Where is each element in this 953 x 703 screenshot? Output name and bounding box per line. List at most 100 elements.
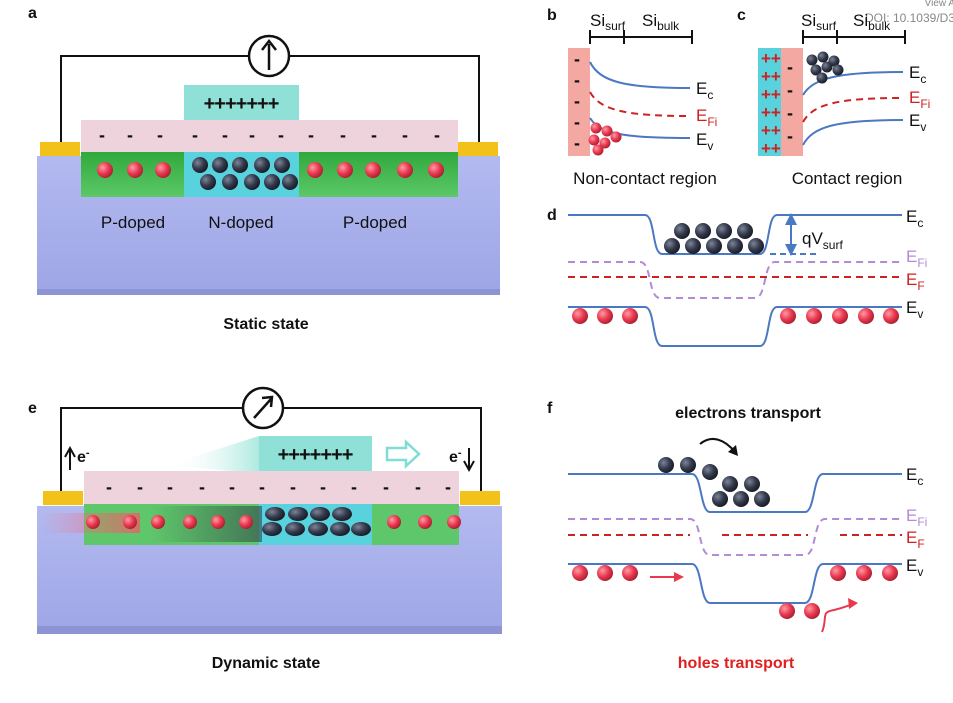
panel-a: a ------------ +++++++ P-doped N-doped P… — [28, 5, 500, 333]
oxide-strip-b — [568, 48, 590, 156]
object-plus-charges-a: +++++++ — [204, 93, 279, 115]
oxide-minus: - — [383, 477, 389, 497]
ev-band-c — [802, 119, 904, 146]
oxide-minus: - — [290, 477, 296, 497]
oxide-minus-charges-a: ------------ — [99, 125, 440, 145]
electron — [192, 157, 208, 173]
charged-object-a — [184, 85, 299, 120]
electron — [310, 507, 330, 521]
electron-flow-right-arrow — [463, 448, 475, 473]
hole — [211, 515, 225, 529]
oxide-minus: - — [222, 125, 228, 145]
scale-bracket-b — [589, 30, 693, 44]
panel-label-c: c — [737, 7, 746, 24]
electron — [200, 174, 216, 190]
header-doi: DOI: 10.1039/D3 — [865, 11, 953, 25]
ec-band-d — [568, 214, 902, 255]
electron — [332, 507, 352, 521]
svg-text:-: - — [574, 49, 580, 69]
ammeter-needle-e — [253, 395, 274, 419]
hole — [239, 515, 253, 529]
oxide-minus: - — [340, 125, 346, 145]
electron — [264, 174, 280, 190]
label-p-doped-left: P-doped — [101, 213, 165, 232]
oxide-minus: - — [434, 125, 440, 145]
ec-band-c — [802, 71, 904, 96]
oxide-minus: - — [157, 125, 163, 145]
svg-text:++: ++ — [761, 49, 781, 68]
ev-label-f: Ev — [906, 556, 923, 579]
ev-label-c: Ev — [909, 111, 926, 134]
panel-label-e: e — [28, 400, 37, 417]
electron — [212, 157, 228, 173]
svg-text:-: - — [787, 57, 793, 77]
ef-label-d: EF — [906, 270, 925, 293]
electron — [274, 157, 290, 173]
oxide-minus: - — [445, 477, 451, 497]
hole — [151, 515, 165, 529]
electron — [351, 522, 371, 536]
svg-text:++: ++ — [761, 67, 781, 86]
efi-label-d: EFi — [906, 247, 927, 270]
electrons-group-f — [658, 457, 770, 507]
electrons-group-a — [192, 157, 298, 190]
ammeter-arrow — [261, 38, 277, 70]
si-surf-label-c: Sisurf — [801, 11, 837, 33]
hole — [447, 515, 461, 529]
efi-label-f: EFi — [906, 506, 927, 529]
oxide-minus: - — [106, 477, 112, 497]
contact-pad-right-a — [458, 142, 498, 156]
holes-group-d — [572, 308, 899, 324]
electron — [222, 174, 238, 190]
electron — [288, 507, 308, 521]
electron-flow-left-arrow — [64, 445, 76, 470]
oxide-minus-b: - - - - - — [574, 49, 580, 153]
label-n-doped: N-doped — [208, 213, 273, 232]
ev-band-f — [568, 563, 902, 604]
holes-cluster-b — [588, 122, 622, 156]
svg-text:-: - — [787, 80, 793, 100]
hole — [183, 515, 197, 529]
contact-pad-left-a — [40, 142, 80, 156]
electron — [254, 157, 270, 173]
svg-text:++: ++ — [761, 103, 781, 122]
oxide-minus: - — [415, 477, 421, 497]
oxide-minus: - — [308, 125, 314, 145]
electron — [330, 522, 350, 536]
oxide-minus: - — [192, 125, 198, 145]
charged-object-e — [259, 436, 372, 471]
caption-contact: Contact region — [792, 169, 903, 188]
header-view-link[interactable]: View A — [925, 0, 953, 9]
svg-text:++: ++ — [761, 139, 781, 158]
scale-bracket-c — [802, 30, 906, 44]
holes-group-f — [572, 565, 898, 619]
oxide-minus-charges-e: ------------ — [106, 477, 451, 497]
electron — [244, 174, 260, 190]
object-plus-charges-e: +++++++ — [278, 444, 353, 466]
ec-band-b — [589, 61, 691, 89]
caption-dynamic-state: Dynamic state — [212, 655, 321, 672]
panel-e: e e- e- ------------ +++++++ Dynamic sta… — [28, 386, 502, 672]
panel-f: f electrons transport — [547, 400, 927, 672]
motion-trail-e — [168, 436, 259, 471]
holes-group-a — [97, 162, 444, 178]
electron — [282, 174, 298, 190]
oxide-minus: - — [320, 477, 326, 497]
contact-pad-left-e — [43, 491, 83, 505]
oxide-minus: - — [259, 477, 265, 497]
caption-non-contact: Non-contact region — [573, 169, 717, 188]
ec-label-c: Ec — [909, 63, 926, 86]
oxide-layer-e — [84, 471, 459, 504]
electron — [265, 507, 285, 521]
hole — [418, 515, 432, 529]
efi-band-b — [589, 91, 691, 117]
ev-label-b: Ev — [696, 130, 713, 153]
contact-pad-right-e — [460, 491, 500, 505]
panel-label-b: b — [547, 7, 557, 24]
electron-path-arrow — [699, 437, 736, 453]
hole — [387, 515, 401, 529]
efi-band-d — [568, 261, 902, 299]
caption-static-state: Static state — [223, 316, 308, 333]
oxide-minus-c: - - - - — [787, 57, 793, 146]
